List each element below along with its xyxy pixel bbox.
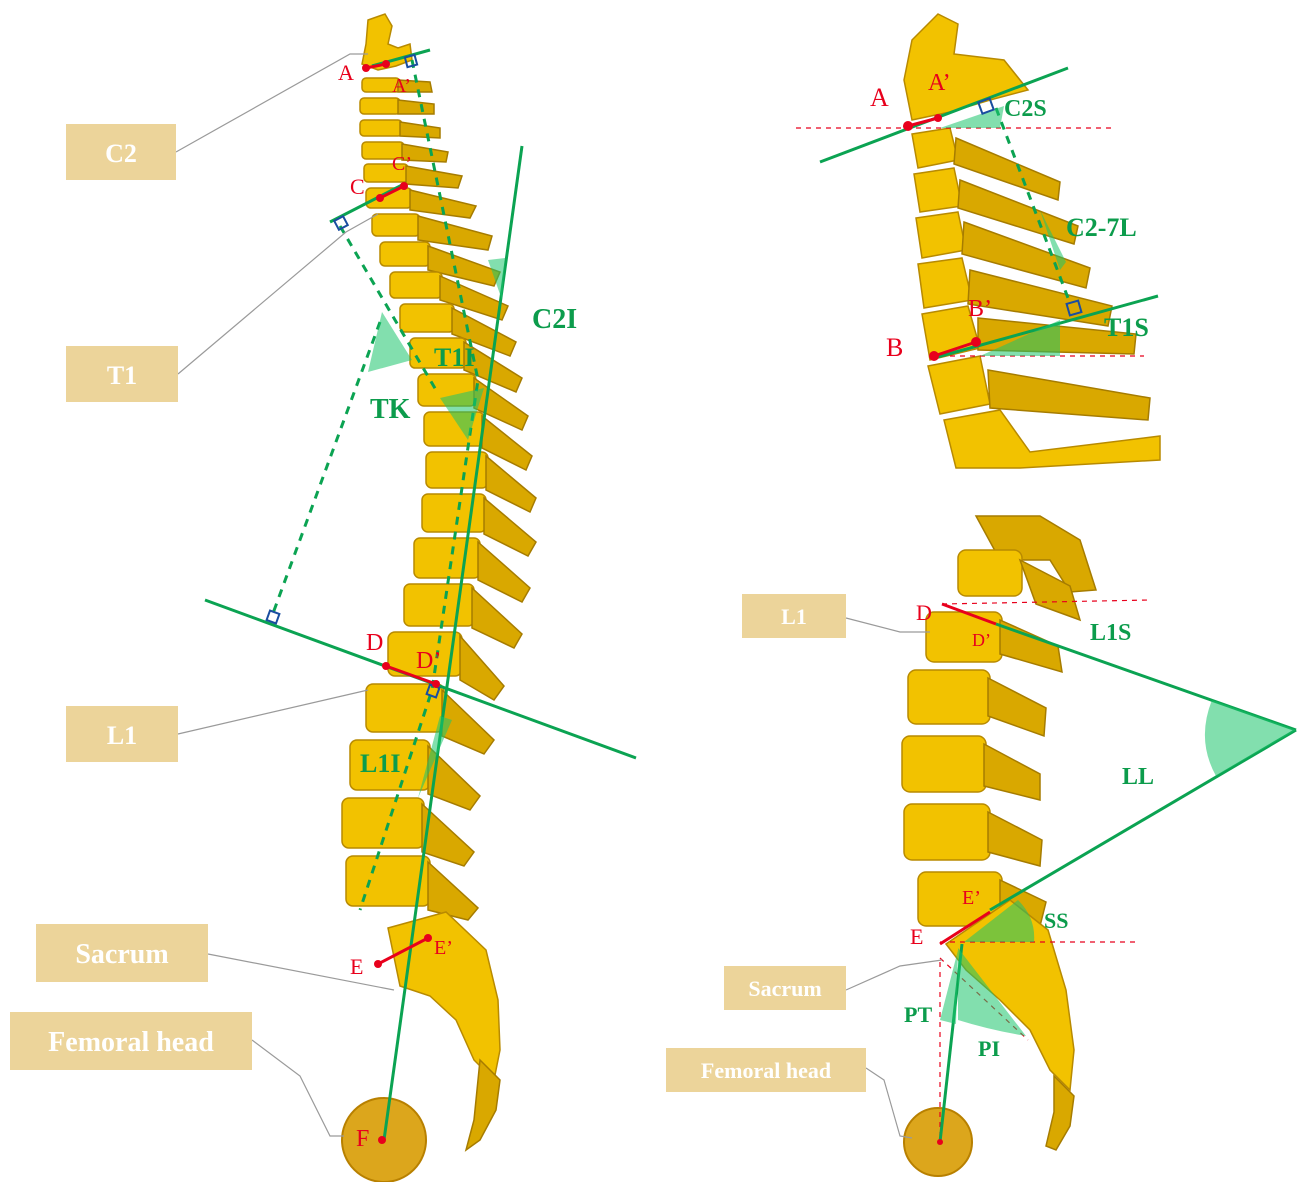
right-angle-marker <box>978 98 993 113</box>
angle-tk-label: TK <box>370 394 411 425</box>
point-d-prime-label: D’ <box>416 648 441 674</box>
label-l1: L1 <box>107 721 137 750</box>
angle-ll-label: LL <box>1122 764 1154 790</box>
angle-c2-7l-label: C2-7L <box>1066 213 1137 242</box>
label-femoral-right: Femoral head <box>701 1058 831 1083</box>
label-t1: T1 <box>107 361 137 390</box>
point-d-label: D <box>366 630 383 656</box>
point-a-dot <box>362 64 370 72</box>
angle-ss-label: SS <box>1044 908 1068 933</box>
left-spine-panel: C2 T1 L1 Sacrum Femoral head A A’ C C’ D… <box>10 14 636 1182</box>
point-a-label: A <box>338 60 354 85</box>
angle-pt-label: PT <box>904 1002 932 1027</box>
leader-sacrum <box>208 954 394 990</box>
leader-femoral <box>252 1040 344 1136</box>
label-femoral-head: Femoral head <box>48 1027 214 1058</box>
right-angle-marker <box>267 611 280 624</box>
point-d-prime-label: D’ <box>972 630 991 650</box>
cervical-vertebrae <box>360 14 476 218</box>
point-a-prime-dot <box>382 60 390 68</box>
label-sacrum-right: Sacrum <box>748 976 821 1001</box>
femoral-center-dot <box>937 1139 943 1145</box>
label-c2: C2 <box>105 139 137 168</box>
thoracic-vertebrae <box>372 214 536 648</box>
point-d-prime-dot <box>432 680 440 688</box>
point-f-label: F <box>356 1126 369 1152</box>
angle-l1i-label: L1I <box>360 749 400 778</box>
point-a-prime-label: A’ <box>392 75 411 97</box>
leader-femoral-right <box>866 1068 912 1138</box>
point-c-prime-label: C’ <box>392 153 412 175</box>
angle-c2s-label: C2S <box>1004 96 1047 122</box>
angle-c2i-label: C2I <box>532 304 577 335</box>
point-b-label: B <box>886 333 903 362</box>
point-b-prime-dot <box>971 337 981 347</box>
angle-pi-label: PI <box>978 1036 1000 1061</box>
point-e-prime-dot <box>424 934 432 942</box>
point-d-dot <box>382 662 390 670</box>
label-sacrum: Sacrum <box>75 939 168 970</box>
point-c-dot <box>376 194 384 202</box>
angle-t1s-label: T1S <box>1104 313 1149 342</box>
point-b-prime-label: B’ <box>968 296 992 322</box>
lumbar-panel: L1 Sacrum Femoral head D D’ E E’ L1S LL … <box>666 516 1296 1176</box>
point-a-prime-dot <box>934 114 942 122</box>
point-a-dot <box>903 121 913 131</box>
leader-t1 <box>178 214 378 374</box>
point-e-prime-label: E’ <box>434 937 453 959</box>
tk-perpendicular-dashed <box>272 322 380 616</box>
leader-l1 <box>178 690 368 734</box>
point-e-prime-label: E’ <box>962 887 981 909</box>
point-e-dot <box>374 960 382 968</box>
point-d-label: D <box>916 600 932 625</box>
point-e-label: E <box>350 954 363 979</box>
angle-l1s-label: L1S <box>1090 620 1131 646</box>
s1-slope-line <box>990 730 1296 910</box>
cervical-panel: A A’ B B’ C2S C2-7L T1S <box>796 14 1160 468</box>
point-c-label: C <box>350 174 365 199</box>
label-l1-right: L1 <box>781 604 807 629</box>
leader-sacrum-right <box>846 960 942 990</box>
point-b-dot <box>929 351 939 361</box>
point-a-prime-label: A’ <box>928 70 951 96</box>
point-a-label: A <box>870 83 889 112</box>
point-e-label: E <box>910 924 923 949</box>
point-c-prime-dot <box>400 182 408 190</box>
point-f-dot <box>378 1136 386 1144</box>
angle-t1i-label: T1I <box>434 343 474 372</box>
